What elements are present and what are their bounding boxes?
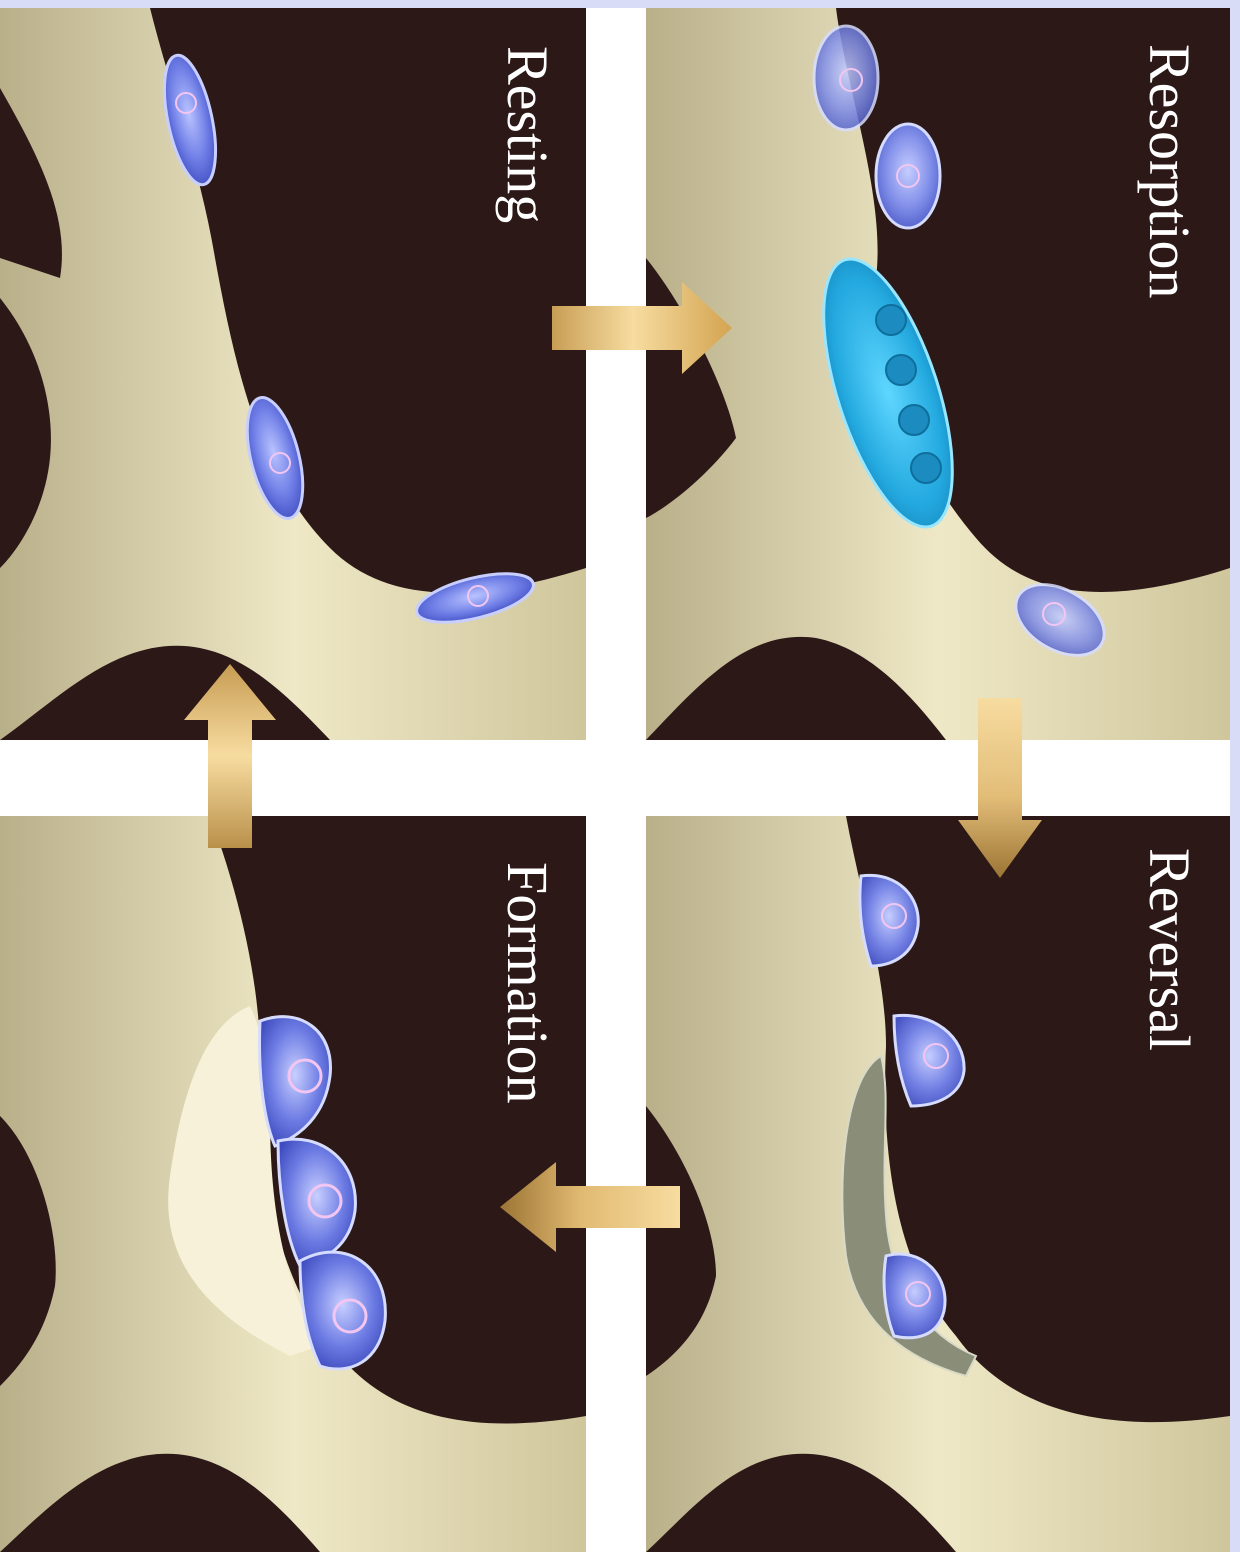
reversal-cell <box>860 875 918 966</box>
panel-formation: Formation <box>0 816 586 1552</box>
lining-cell <box>814 26 878 130</box>
right-border <box>1230 0 1240 1552</box>
label-resorption: Resorption <box>1140 44 1198 299</box>
top-border <box>0 0 1240 8</box>
panel-resorption: Resorption <box>646 8 1230 740</box>
arrow-formation-to-resting <box>184 664 276 848</box>
osteoblast <box>278 1139 355 1266</box>
arrow-resorption-to-reversal <box>958 698 1042 878</box>
panel-resting: Resting <box>0 8 586 740</box>
arrow-reversal-to-formation <box>500 1162 680 1252</box>
label-formation: Formation <box>498 862 556 1104</box>
reversal-cell <box>884 1254 945 1338</box>
lining-cell <box>876 124 940 228</box>
reversal-cell <box>894 1015 964 1106</box>
arrow-resting-to-resorption <box>552 282 732 374</box>
panel-reversal: Reversal <box>646 816 1230 1552</box>
label-resting: Resting <box>498 46 556 223</box>
label-reversal: Reversal <box>1140 848 1198 1051</box>
osteoblast <box>300 1252 385 1369</box>
